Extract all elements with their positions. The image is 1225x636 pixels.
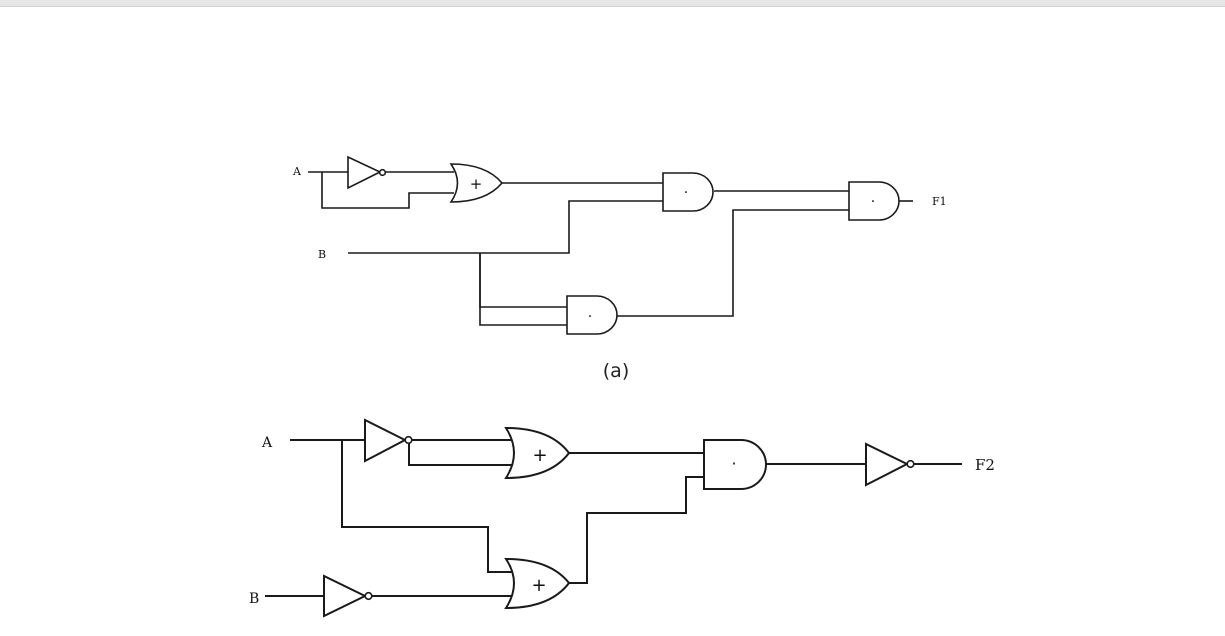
or-gate-b1: + (504, 426, 571, 480)
not-gate-b1 (364, 418, 413, 463)
and-gate-a1: · (662, 172, 714, 212)
circuit-b-wires (265, 439, 962, 597)
circuit-a-input-b-label: B (318, 248, 326, 261)
or-gate-a1-symbol: + (470, 175, 483, 193)
and-gate-b1-symbol: · (731, 454, 736, 473)
and-gate-a2-symbol: · (588, 309, 592, 325)
circuit-b-input-a-label: A (261, 435, 273, 451)
or-gate-b2: + (504, 557, 571, 610)
and-gate-a3: · (848, 181, 900, 221)
window-top-bar (0, 0, 1225, 7)
circuit-a-wires (308, 171, 913, 326)
circuit-b-output-label: F2 (975, 456, 995, 474)
and-gate-a3-symbol: · (871, 194, 875, 210)
or-gate-b2-symbol: + (531, 575, 546, 596)
circuit-a: + · · · A B F1 (a) (292, 155, 947, 382)
not-gate-b2 (323, 574, 373, 618)
circuit-a-output-label: F1 (932, 195, 947, 208)
circuit-b: + + · A B F2 (249, 418, 995, 618)
and-gate-a2: · (566, 295, 618, 335)
and-gate-b1: · (703, 439, 767, 490)
and-gate-a1-symbol: · (684, 185, 688, 201)
not-gate-b3 (865, 442, 915, 487)
circuit-b-input-b-label: B (249, 591, 259, 607)
circuit-a-caption: (a) (603, 360, 629, 382)
or-gate-a1: + (449, 163, 504, 203)
circuit-a-input-a-label: A (292, 165, 302, 178)
not-gate-a1 (347, 155, 387, 190)
or-gate-b1-symbol: + (532, 445, 547, 466)
